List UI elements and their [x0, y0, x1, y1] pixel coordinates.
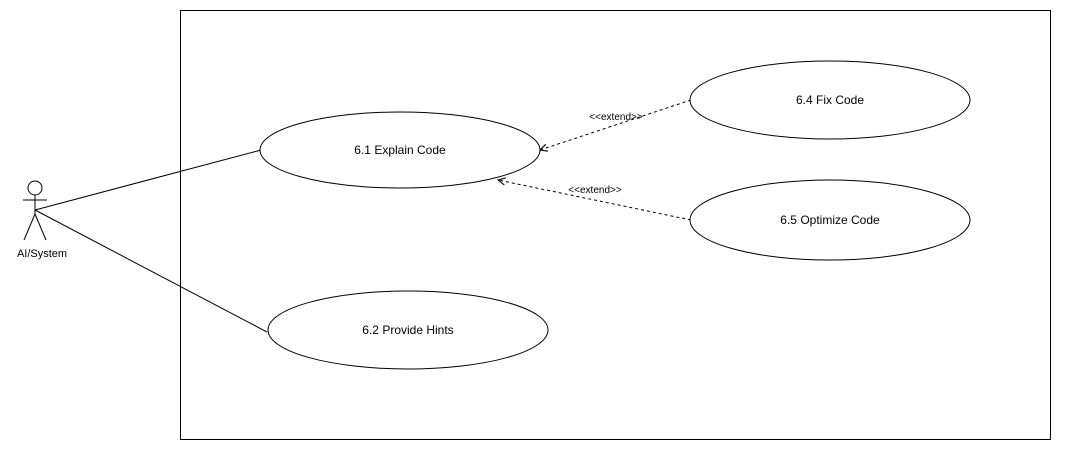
actor-left-leg [23, 213, 36, 241]
use-case-label: 6.1 Explain Code [354, 143, 446, 157]
extend-fix-to-explain [540, 99, 692, 150]
association-actor-explain [34, 149, 262, 211]
actor-label: AI/System [17, 248, 67, 260]
use-case-label: 6.5 Optimize Code [780, 213, 880, 227]
use-case-label: 6.2 Provide Hints [362, 323, 453, 337]
use-case-label: 6.4 Fix Code [796, 93, 864, 107]
use-case-ellipse [689, 179, 971, 261]
use-case-optimize-code[interactable]: 6.5 Optimize Code [689, 179, 971, 261]
actor-right-leg [34, 213, 47, 241]
extend-label-fix: <<extend>> [589, 112, 643, 123]
use-case-ellipse [689, 60, 971, 140]
use-case-ellipse [267, 290, 549, 370]
extend-optimize-to-explain [498, 180, 692, 221]
use-case-explain-code[interactable]: 6.1 Explain Code [259, 111, 541, 189]
system-boundary [180, 10, 1051, 440]
association-actor-hints [34, 209, 268, 333]
use-case-ellipse [259, 111, 541, 189]
actor-ai-system[interactable]: AI/System [17, 180, 67, 260]
use-case-provide-hints[interactable]: 6.2 Provide Hints [267, 290, 549, 370]
use-case-fix-code[interactable]: 6.4 Fix Code [689, 60, 971, 140]
actor-head [27, 180, 43, 196]
extend-label-optimize: <<extend>> [568, 185, 622, 196]
